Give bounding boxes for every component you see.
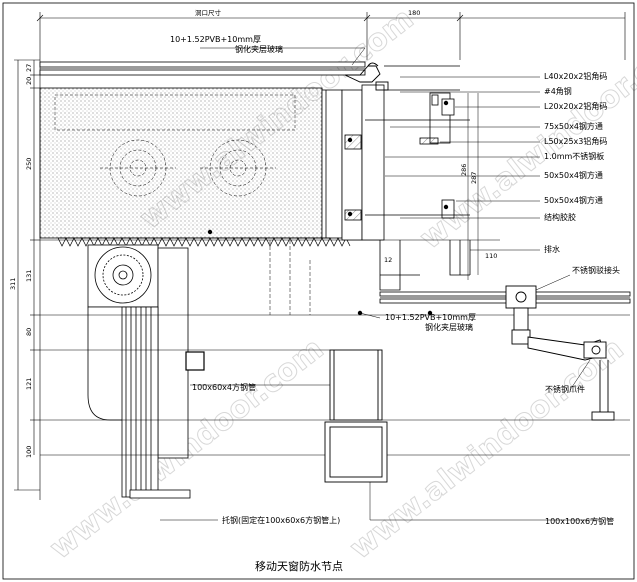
label-gutter: 排水 [544,244,560,254]
frame-profiles [341,65,470,241]
dim-311: 311 [9,278,17,290]
label-angle-50x25: L50x25x3铝角码 [544,136,607,146]
tube-100x60-column [329,349,383,421]
label-hook: #4角钢 [544,86,572,96]
label-glass-bottom: 10+1.52PVB+10mm厚 [385,313,476,322]
label-tube-100x100: 100x100x6方钢管 [545,516,614,526]
gear-rack [57,237,351,247]
left-dimension [14,59,40,491]
label-sealant: 结构胶胶 [544,212,576,222]
label-glass-bottom-sub: 钢化夹层玻璃 [425,322,473,332]
dim-121: 121 [25,378,33,390]
dim-opening: 洞口尺寸 [195,8,222,17]
pinion-gear [87,244,189,459]
label-fitting-head: 不锈钢驳接头 [572,265,620,275]
leader-lines [160,47,600,521]
label-glass-top: 10+1.52PVB+10mm厚 [170,35,261,44]
label-steel-plate: 1.0mm不锈钢板 [544,151,604,161]
dim-250: 250 [25,158,33,170]
dim-100: 100 [25,446,33,458]
label-bracket: 托钢(固定在100x60x6方钢管上) [222,515,340,525]
motor-box-inner [54,94,296,197]
top-seal-profile [344,62,389,91]
left-dim-labels: 27 20 250 131 80 121 100 311 [9,64,33,458]
label-angle-20x20: L20x20x2铝角码 [544,101,607,111]
label-tube-100x60: 100x60x4方钢管 [192,382,256,392]
label-glass-top-sub: 钢化夹层玻璃 [235,44,283,54]
drive-housing [87,306,205,499]
dim-80: 80 [25,328,33,336]
drawing-caption: 移动天窗防水节点 [255,559,343,573]
dim-27: 27 [25,64,33,72]
dim-287: 287 [470,172,478,184]
glass-bottom [379,291,631,304]
dim-20: 20 [25,77,33,85]
dim-180: 180 [408,9,420,17]
dim-131: 131 [25,270,33,282]
label-tube-50x50-b: 50x50x4钢方通 [544,195,603,205]
label-angle-40x20: L40x20x2铝角码 [544,71,607,81]
tube-100x100 [324,421,388,483]
bolts [207,100,449,316]
glass-top [39,61,366,76]
gutter-channel [379,240,471,291]
label-tube-75x50: 75x50x4钢方通 [544,121,603,131]
spider-fitting [505,285,615,421]
mid-dimension [467,93,479,280]
motor-box [39,87,323,239]
dim-286: 286 [460,164,468,176]
label-claw: 不锈钢爪件 [545,384,585,394]
motor-box-frame [321,89,343,239]
label-tube-50x50: 50x50x4钢方通 [544,170,603,180]
dim-12: 12 [384,256,392,264]
dim-110: 110 [485,252,497,260]
